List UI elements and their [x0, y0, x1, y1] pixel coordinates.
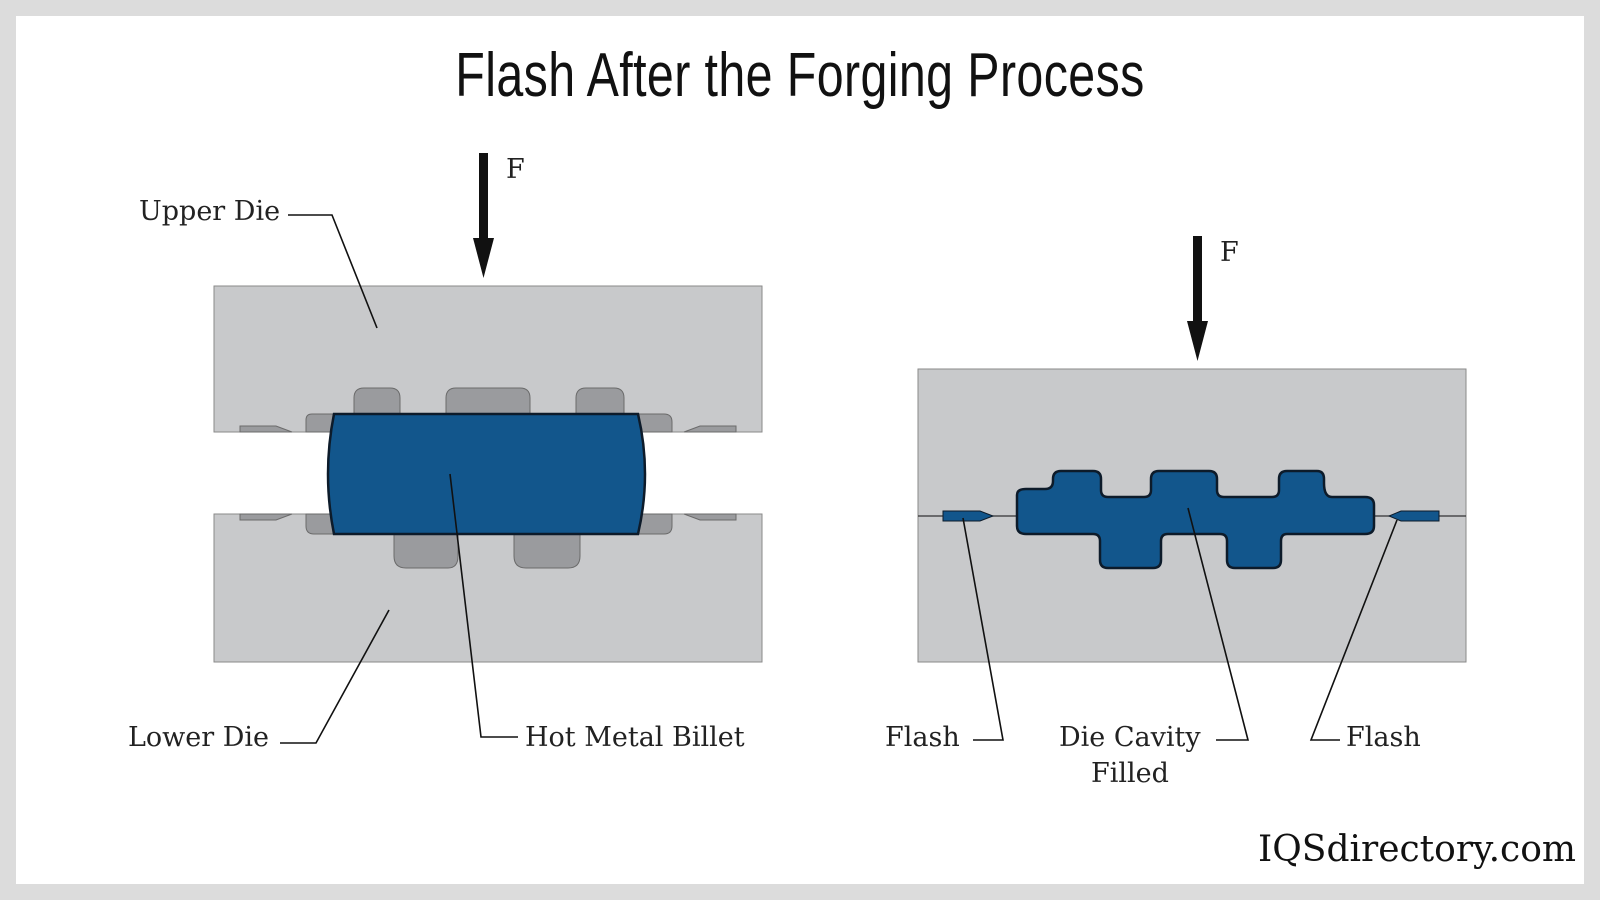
hot-metal-billet [326, 412, 647, 536]
left-upper-die [213, 285, 763, 433]
leader-flash-left [962, 517, 1004, 741]
label-flash-right: Flash [1346, 722, 1421, 753]
leader-flash-right [1309, 519, 1398, 741]
label-filled: Filled [1091, 758, 1169, 789]
left-lower-die [213, 513, 763, 663]
label-hot-metal-billet: Hot Metal Billet [525, 722, 745, 753]
leader-cavity [1187, 507, 1250, 741]
flash-left [942, 510, 995, 522]
label-flash-left: Flash [885, 722, 960, 753]
leader-upper-die [288, 214, 378, 329]
label-lower-die: Lower Die [128, 722, 270, 753]
page-title: Flash After the Forging Process [455, 41, 1145, 110]
force-label-left: F [506, 154, 525, 185]
force-arrow-icon [473, 153, 494, 278]
filled-die-cavity [1015, 469, 1376, 570]
force-arrow-icon-right [1187, 236, 1208, 361]
flash-right [1387, 510, 1440, 522]
brand-watermark: IQSdirectory.com [1258, 829, 1576, 870]
label-upper-die: Upper Die [139, 196, 281, 227]
leader-lower-die [280, 609, 390, 744]
force-label-right: F [1220, 237, 1239, 268]
leader-billet [449, 473, 518, 738]
label-die-cavity: Die Cavity [1059, 722, 1201, 753]
